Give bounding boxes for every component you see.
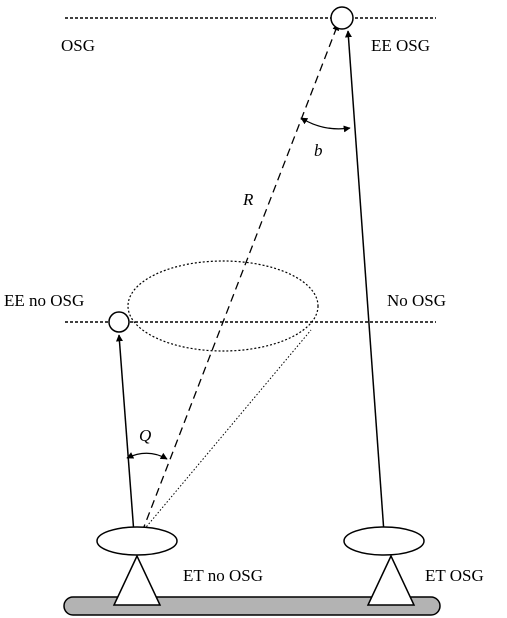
ee-no-osg-label: EE no OSG bbox=[4, 291, 84, 310]
angle-b-label: b bbox=[314, 141, 323, 160]
et-osg-mount-icon bbox=[366, 554, 416, 606]
et-no-osg-dish-icon bbox=[96, 526, 178, 556]
angle-b-arc bbox=[300, 117, 351, 133]
arrow-to-ee-no-osg bbox=[115, 334, 135, 535]
ee-osg-label: EE OSG bbox=[371, 36, 430, 55]
no-osg-label: No OSG bbox=[387, 291, 446, 310]
cone-ellipse bbox=[127, 260, 319, 352]
distance-r-line bbox=[141, 23, 339, 533]
ee-no-osg-satellite-icon bbox=[108, 311, 130, 333]
ee-osg-satellite-icon bbox=[330, 6, 354, 30]
et-no-osg-label: ET no OSG bbox=[183, 566, 263, 585]
osg-label: OSG bbox=[61, 36, 95, 55]
angle-q-arc bbox=[126, 452, 168, 460]
arrow-to-ee-osg bbox=[344, 30, 385, 534]
et-osg-dish-icon bbox=[343, 526, 425, 556]
cone-edge-line bbox=[141, 329, 312, 533]
distance-r-label: R bbox=[242, 190, 254, 209]
angle-q-label: Q bbox=[139, 426, 151, 445]
et-osg-label: ET OSG bbox=[425, 566, 484, 585]
et-no-osg-mount-icon bbox=[112, 554, 162, 606]
